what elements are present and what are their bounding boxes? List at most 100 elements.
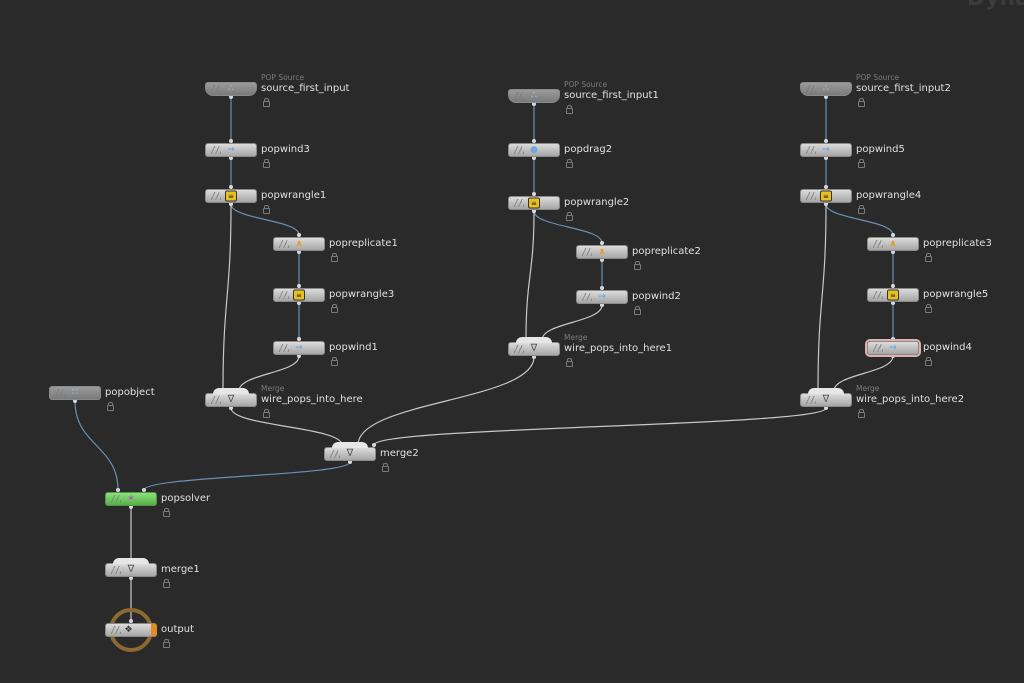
input-port[interactable] xyxy=(891,233,895,237)
output-port[interactable] xyxy=(129,576,133,580)
node-body[interactable]: ∇ xyxy=(105,563,157,577)
wire-popwrangle2-to-wire_pops_into_here1[interactable] xyxy=(525,210,535,341)
node-label[interactable]: popreplicate1 xyxy=(329,238,398,249)
node-label[interactable]: popwind4 xyxy=(923,342,972,353)
node-body[interactable]: ∷ xyxy=(49,386,101,400)
merge-input-bar[interactable] xyxy=(332,442,368,448)
node-body[interactable]: ∧ xyxy=(273,237,325,251)
output-port[interactable] xyxy=(297,301,301,305)
input-port[interactable] xyxy=(229,185,233,189)
output-port[interactable] xyxy=(229,156,233,160)
output-port[interactable] xyxy=(297,250,301,254)
node-body[interactable]: ≡ xyxy=(867,288,919,302)
input-port[interactable] xyxy=(116,488,120,492)
node-label[interactable]: source_first_input2 xyxy=(856,83,951,94)
wire-popwrangle4-to-popreplicate3[interactable] xyxy=(825,203,894,236)
wire-wire_pops_into_here2-to-merge2[interactable] xyxy=(373,407,827,446)
node-body[interactable]: ● xyxy=(508,143,560,157)
output-port[interactable] xyxy=(891,354,895,358)
output-port[interactable] xyxy=(532,102,536,106)
wire-popwrangle1-to-wire_pops_into_here[interactable] xyxy=(222,203,232,392)
input-port[interactable] xyxy=(824,185,828,189)
input-port[interactable] xyxy=(600,241,604,245)
output-port[interactable] xyxy=(229,95,233,99)
node-body[interactable]: → xyxy=(576,290,628,304)
output-port[interactable] xyxy=(824,202,828,206)
wire-popwind1-to-wire_pops_into_here[interactable] xyxy=(238,355,300,392)
node-body[interactable]: ∇ xyxy=(508,342,560,356)
node-body[interactable]: ≡ xyxy=(205,189,257,203)
output-port[interactable] xyxy=(229,406,233,410)
node-body[interactable]: ∧ xyxy=(576,245,628,259)
output-port[interactable] xyxy=(129,505,133,509)
node-label[interactable]: output xyxy=(161,624,194,635)
input-port[interactable] xyxy=(297,337,301,341)
input-port[interactable] xyxy=(372,443,376,447)
input-port[interactable] xyxy=(297,233,301,237)
output-port[interactable] xyxy=(824,95,828,99)
node-label[interactable]: popwrangle5 xyxy=(923,289,989,300)
wire-popwrangle1-to-popreplicate1[interactable] xyxy=(230,203,300,236)
input-port[interactable] xyxy=(824,139,828,143)
node-label[interactable]: merge2 xyxy=(380,448,419,459)
node-label[interactable]: merge1 xyxy=(161,564,200,575)
wire-popobject-to-popsolver[interactable] xyxy=(74,400,119,491)
output-port[interactable] xyxy=(824,406,828,410)
node-label[interactable]: popobject xyxy=(105,387,155,398)
node-body[interactable]: ≡ xyxy=(273,288,325,302)
output-port[interactable] xyxy=(891,301,895,305)
node-label[interactable]: wire_pops_into_here2 xyxy=(856,394,965,405)
input-port[interactable] xyxy=(297,284,301,288)
output-port[interactable] xyxy=(532,355,536,359)
node-label[interactable]: popreplicate2 xyxy=(632,246,701,257)
input-port[interactable] xyxy=(891,337,895,341)
node-body[interactable]: ❖ xyxy=(105,623,157,637)
node-label[interactable]: popwrangle1 xyxy=(261,190,327,201)
node-body[interactable]: ∴ xyxy=(205,82,257,96)
wire-wire_pops_into_here-to-merge2[interactable] xyxy=(230,407,343,446)
node-body[interactable]: → xyxy=(273,341,325,355)
input-port[interactable] xyxy=(600,286,604,290)
node-body[interactable]: ∇ xyxy=(800,393,852,407)
wire-popwind2-to-wire_pops_into_here1[interactable] xyxy=(541,304,603,341)
input-port[interactable] xyxy=(229,139,233,143)
node-body[interactable]: ≡ xyxy=(508,196,560,210)
output-port[interactable] xyxy=(891,250,895,254)
node-label[interactable]: wire_pops_into_here xyxy=(261,394,363,405)
node-body[interactable]: ✶ xyxy=(105,492,157,506)
node-body[interactable]: → xyxy=(800,143,852,157)
merge-input-bar[interactable] xyxy=(213,388,249,394)
input-port[interactable] xyxy=(532,139,536,143)
node-label[interactable]: popwrangle2 xyxy=(564,197,630,208)
input-port[interactable] xyxy=(142,488,146,492)
node-label[interactable]: popwind2 xyxy=(632,291,681,302)
node-label[interactable]: source_first_input1 xyxy=(564,90,659,101)
output-port[interactable] xyxy=(824,156,828,160)
wire-popwrangle4-to-wire_pops_into_here2[interactable] xyxy=(817,203,827,392)
wire-popwrangle2-to-popreplicate2[interactable] xyxy=(533,210,603,244)
node-body[interactable]: ∴ xyxy=(800,82,852,96)
node-body[interactable]: → xyxy=(205,143,257,157)
node-label[interactable]: popwrangle4 xyxy=(856,190,922,201)
output-port[interactable] xyxy=(532,209,536,213)
merge-input-bar[interactable] xyxy=(808,388,844,394)
node-label[interactable]: popwind5 xyxy=(856,144,905,155)
merge-input-bar[interactable] xyxy=(113,558,149,564)
node-label[interactable]: popwind3 xyxy=(261,144,310,155)
output-port[interactable] xyxy=(532,156,536,160)
node-body[interactable]: ∴ xyxy=(508,89,560,103)
node-body[interactable]: → xyxy=(867,341,919,355)
output-port[interactable] xyxy=(600,303,604,307)
merge-input-bar[interactable] xyxy=(516,337,552,343)
node-label[interactable]: wire_pops_into_here1 xyxy=(564,343,673,354)
input-port[interactable] xyxy=(891,284,895,288)
output-port[interactable] xyxy=(600,258,604,262)
output-port[interactable] xyxy=(348,460,352,464)
output-port[interactable] xyxy=(229,202,233,206)
node-body[interactable]: ∇ xyxy=(324,447,376,461)
output-port[interactable] xyxy=(297,354,301,358)
node-label[interactable]: popsolver xyxy=(161,493,211,504)
node-label[interactable]: popwind1 xyxy=(329,342,378,353)
node-label[interactable]: popdrag2 xyxy=(564,144,613,155)
